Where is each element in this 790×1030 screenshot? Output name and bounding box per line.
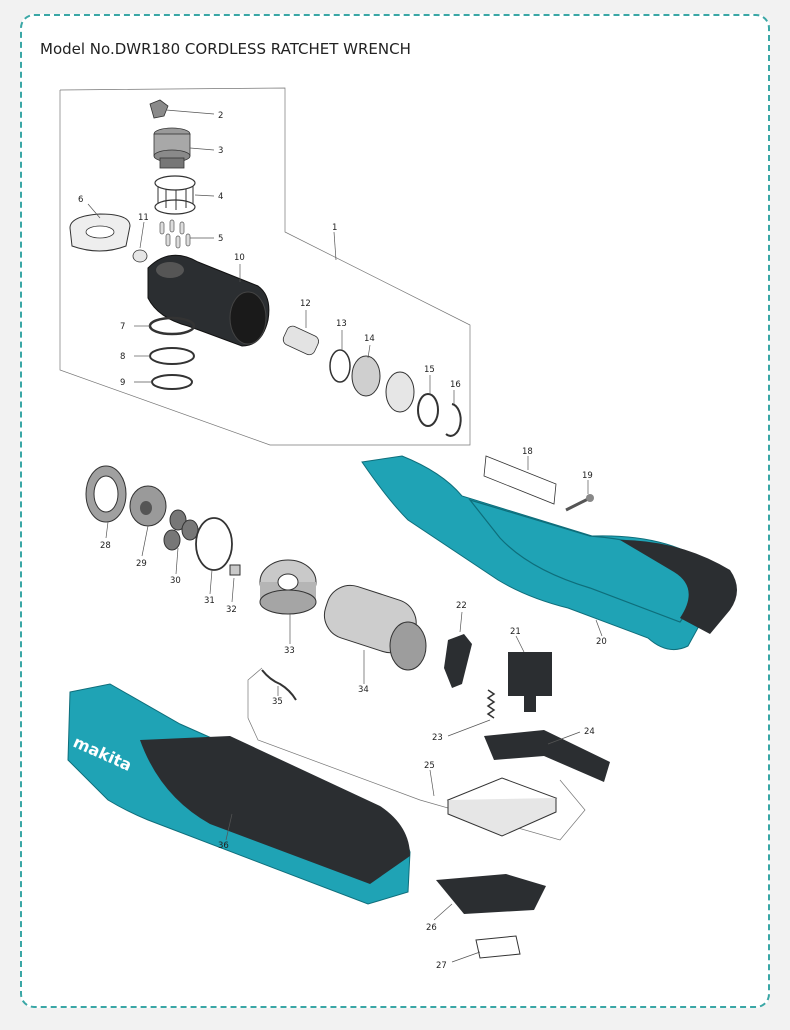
callout-21: 21: [510, 627, 521, 637]
callout-23: 23: [432, 733, 443, 743]
callout-22: 22: [456, 601, 467, 611]
leader-lines: [87, 109, 603, 963]
part-11-ball: [132, 249, 148, 263]
callout-19: 19: [582, 471, 593, 481]
part-2-lever: [149, 99, 169, 119]
callout-12: 12: [300, 299, 311, 309]
callout-20: 20: [596, 637, 607, 647]
callout-35: 35: [272, 697, 283, 707]
part-21-switch: [508, 652, 552, 712]
part-3-anvil: [153, 127, 191, 169]
callout-4: 4: [218, 192, 223, 202]
part-18-label: [483, 455, 557, 505]
callout-25: 25: [424, 761, 435, 771]
part-22-lever: [444, 634, 472, 688]
part-5-pins: [159, 219, 191, 249]
part-16-circlip: [445, 403, 462, 437]
callout-3: 3: [218, 146, 223, 156]
callout-18: 18: [522, 447, 533, 457]
part-20-housing: [361, 455, 737, 651]
part-31-washer: [195, 517, 233, 571]
callout-16: 16: [450, 380, 461, 390]
part-9-ring: [151, 374, 193, 390]
callout-27: 27: [436, 961, 447, 971]
part-10-head-housing: [147, 254, 270, 347]
part-35-wires: [261, 669, 297, 701]
callout-24: 24: [584, 727, 595, 737]
part-14-bearing: [351, 355, 415, 413]
callout-30: 30: [170, 576, 181, 586]
part-15-washer: [417, 393, 439, 427]
callout-32: 32: [226, 605, 237, 615]
part-34-motor: [323, 584, 427, 671]
part-25-controller: [446, 777, 558, 837]
callout-2: 2: [218, 111, 223, 121]
part-23-spring: [486, 689, 496, 719]
assembly-1-outline: [59, 87, 471, 446]
part-27-label: [475, 935, 521, 959]
callout-1: 1: [332, 223, 337, 233]
callout-34: 34: [358, 685, 369, 695]
part-28-ring-gear: [85, 465, 127, 523]
callout-15: 15: [424, 365, 435, 375]
assembly-25-outline: [247, 667, 586, 841]
callout-7: 7: [120, 322, 125, 332]
part-32-screw: [229, 564, 241, 576]
callout-8: 8: [120, 352, 125, 362]
callout-13: 13: [336, 319, 347, 329]
part-12-shaft: [282, 325, 319, 356]
part-13-ring: [329, 349, 351, 383]
callout-26: 26: [426, 923, 437, 933]
callout-11: 11: [138, 213, 149, 223]
callout-31: 31: [204, 596, 215, 606]
page-title: Model No.DWR180 CORDLESS RATCHET WRENCH: [40, 40, 411, 58]
part-26-terminal: [436, 874, 546, 914]
callout-36: 36: [218, 841, 229, 851]
callout-9: 9: [120, 378, 125, 388]
part-24-slide: [484, 730, 610, 782]
callout-33: 33: [284, 646, 295, 656]
part-30-planet-gears: [163, 509, 199, 551]
callout-14: 14: [364, 334, 375, 344]
part-8-ring: [149, 347, 195, 365]
part-36-main-housing: makita: [67, 683, 411, 905]
callout-5: 5: [218, 234, 223, 244]
callout-28: 28: [100, 541, 111, 551]
callout-10: 10: [234, 253, 245, 263]
callout-29: 29: [136, 559, 147, 569]
part-4-cage: [154, 175, 196, 215]
part-19-screw: [565, 494, 594, 512]
callout-6: 6: [78, 195, 83, 205]
part-29-carrier: [129, 485, 167, 527]
callout-numbers: 1 2 3 4 5 6 7 8 9 10 11 12 13 14 15 16 1…: [78, 111, 607, 971]
part-33-bracket: [259, 559, 317, 615]
